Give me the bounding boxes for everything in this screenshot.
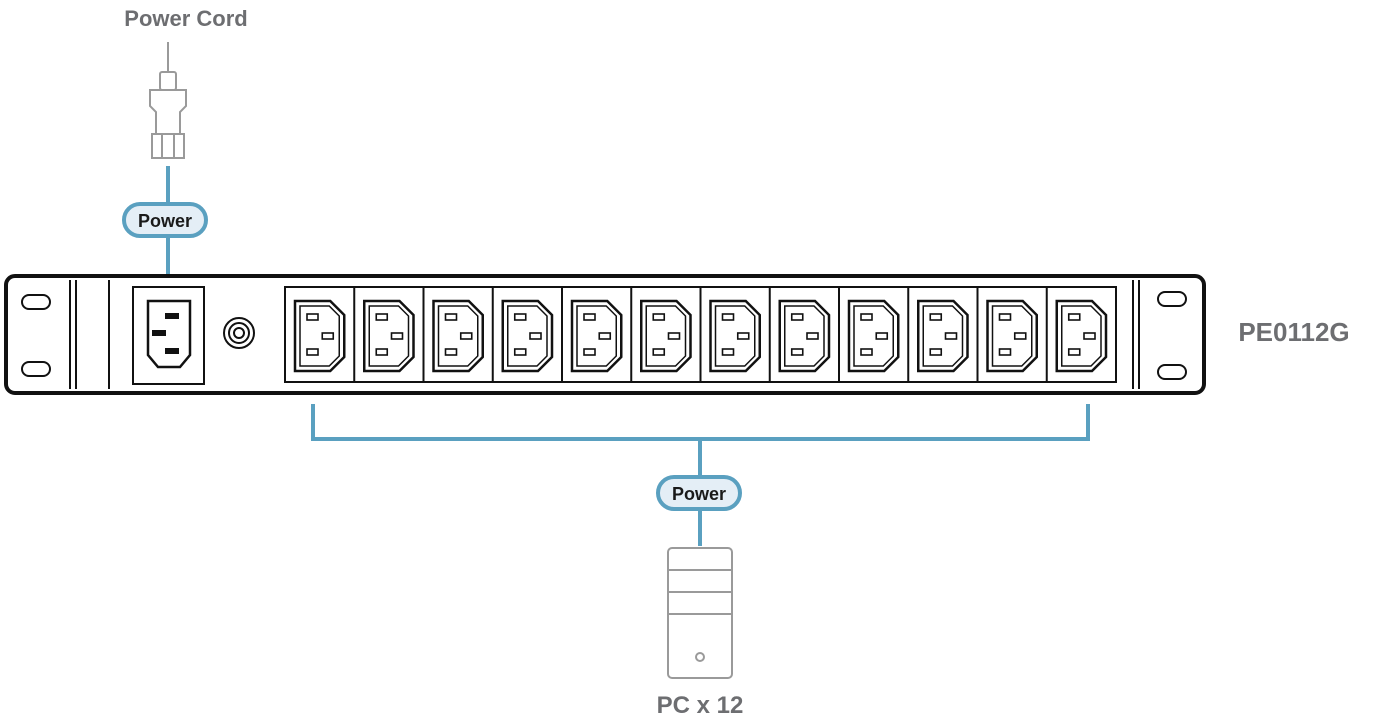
right-mount-hole-top bbox=[1157, 291, 1187, 307]
right-mount-hole-bottom bbox=[1157, 364, 1187, 380]
left-mount-hole-bottom bbox=[21, 361, 51, 377]
outlet-c13-11 bbox=[976, 287, 1038, 382]
circuit-breaker-icon bbox=[223, 317, 255, 349]
pc-tower-icon bbox=[667, 547, 733, 679]
power-cord-label: Power Cord bbox=[124, 6, 247, 31]
outlet-c13-5 bbox=[561, 287, 623, 382]
outlet-c13-10 bbox=[907, 287, 969, 382]
pdu-unit bbox=[4, 274, 1206, 395]
power-cord-plug-icon bbox=[149, 42, 187, 159]
power-inlet-c14 bbox=[132, 286, 205, 385]
power-input-pill-label: Power bbox=[138, 211, 192, 231]
model-label: PE0112G bbox=[1238, 317, 1349, 347]
outlet-c13-2 bbox=[353, 287, 415, 382]
outlet-c13-9 bbox=[838, 287, 900, 382]
outlet-c13-7 bbox=[699, 287, 761, 382]
pc-count-label: PC x 12 bbox=[657, 692, 744, 719]
outlet-c13-12 bbox=[1045, 287, 1108, 382]
left-mount-hole-top bbox=[21, 294, 51, 310]
outlet-c13-6 bbox=[630, 287, 692, 382]
power-output-pill-label: Power bbox=[672, 484, 726, 504]
power-input-pill: Power bbox=[122, 202, 208, 238]
outlet-c13-4 bbox=[491, 287, 554, 382]
outlet-c13-3 bbox=[422, 287, 484, 382]
outlet-c13-1 bbox=[293, 299, 346, 373]
outlet-bank bbox=[284, 286, 1117, 383]
outlet-c13-8 bbox=[768, 287, 831, 382]
power-output-pill: Power bbox=[656, 475, 742, 511]
